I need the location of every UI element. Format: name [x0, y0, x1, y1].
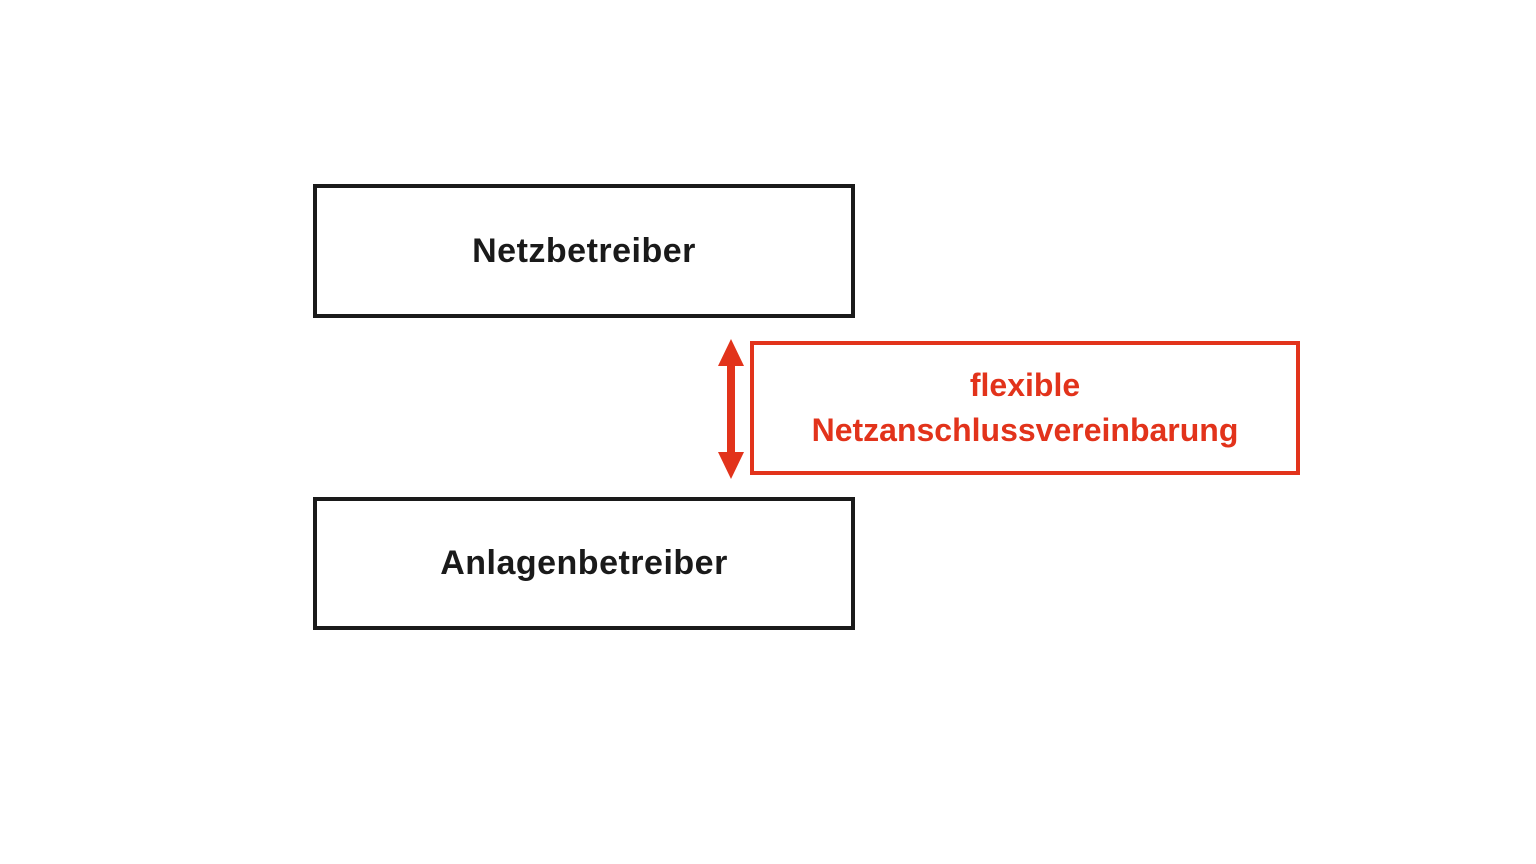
double-arrow-icon: [718, 339, 744, 479]
node-anlagenbetreiber-label: Anlagenbetreiber: [440, 544, 728, 582]
annotation-line-1: flexible: [969, 367, 1081, 403]
node-netzbetreiber-label: Netzbetreiber: [472, 231, 696, 270]
node-anlagenbetreiber: Anlagenbetreiber: [313, 497, 855, 630]
double-arrow-shape: [718, 339, 744, 479]
annotation-line-2: Netzanschlussvereinbarung: [811, 412, 1239, 448]
annotation-flexible-netzanschlussvereinbarung: flexible Netzanschlussvereinbarung: [750, 341, 1300, 475]
node-netzbetreiber: Netzbetreiber: [313, 184, 855, 318]
